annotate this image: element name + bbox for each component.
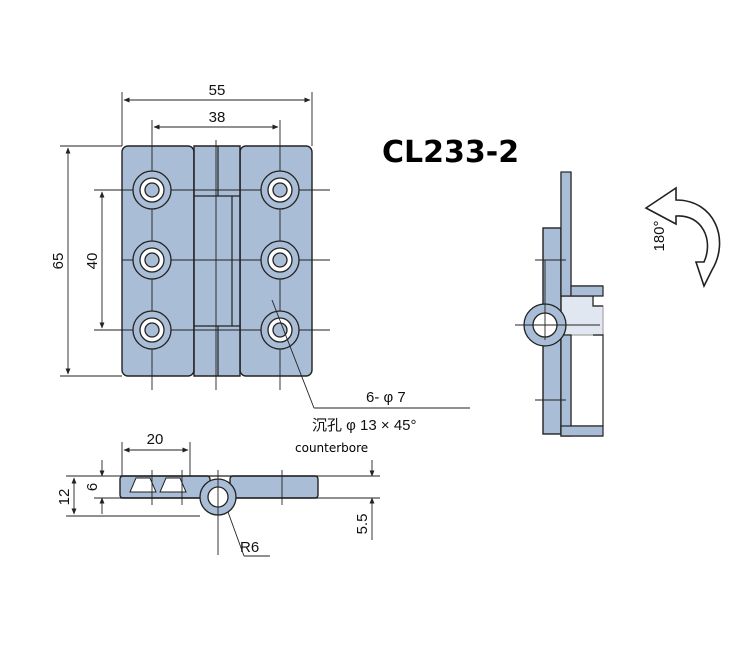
counterbore-leader xyxy=(271,299,315,409)
holes-spec: 6- φ 7 xyxy=(366,389,406,406)
dim-knuckle-offset: 5.5 xyxy=(354,514,371,535)
dim-hole-spacing-width: 38 xyxy=(209,109,226,126)
model-title: CL233-2 xyxy=(382,135,519,170)
leaf-edges xyxy=(193,150,241,372)
bottom-right-leaf xyxy=(229,475,319,499)
counterbore-label: counterbore xyxy=(295,441,368,455)
hole-mid-left xyxy=(132,240,172,280)
hole-top-left xyxy=(132,170,172,210)
front-view-dimensions: 55 38 65 40 6- φ 7 沉孔 φ 13 × 45° counter… xyxy=(50,82,470,455)
dim-thickness-total: 12 xyxy=(56,489,73,506)
rotation-label: 180° xyxy=(651,220,668,251)
dim-knuckle-radius: R6 xyxy=(240,539,259,556)
hole-top-right xyxy=(260,170,300,210)
dim-overall-height: 65 xyxy=(50,253,67,270)
dim-thickness-leaf: 6 xyxy=(84,483,101,491)
bottom-view-dimensions: 20 6 12 5.5 R6 xyxy=(56,431,380,557)
dim-overall-width: 55 xyxy=(209,82,226,99)
hinge-bottom-view xyxy=(119,470,319,555)
hole-bottom-right xyxy=(260,310,300,350)
dim-hole-spacing-height: 40 xyxy=(84,253,101,270)
knuckle-column xyxy=(193,145,241,377)
hole-bottom-left xyxy=(132,310,172,350)
knuckle-detail xyxy=(217,146,233,376)
hole-mid-right xyxy=(260,240,300,280)
hinge-front-view xyxy=(121,140,330,390)
curved-arrow-icon xyxy=(644,186,721,289)
hinge-side-view xyxy=(515,171,604,437)
dim-leaf-offset: 20 xyxy=(147,431,164,448)
counterbore-spec: 沉孔 φ 13 × 45° xyxy=(312,417,417,434)
